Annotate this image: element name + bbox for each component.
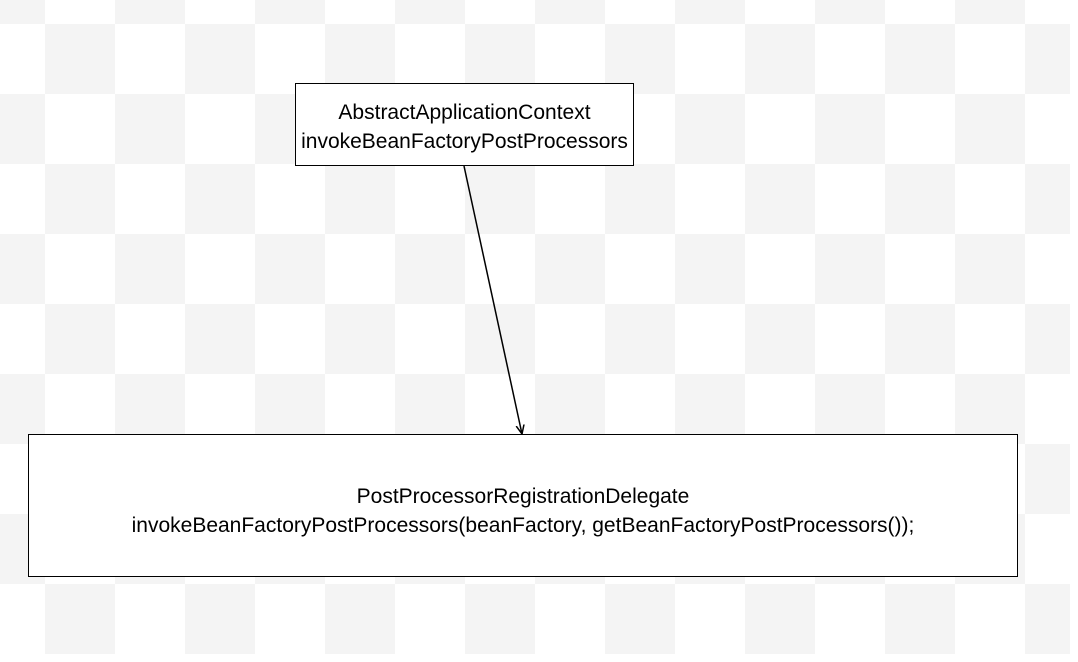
canvas-edge-bottom <box>0 654 1078 662</box>
node-abstract-application-context[interactable]: AbstractApplicationContext invokeBeanFac… <box>295 83 634 166</box>
canvas-edge-right <box>1070 0 1078 662</box>
node-post-processor-registration-delegate[interactable]: PostProcessorRegistrationDelegate invoke… <box>28 434 1018 577</box>
node-class-label: PostProcessorRegistrationDelegate <box>356 484 690 508</box>
node-method-label: invokeBeanFactoryPostProcessors(beanFact… <box>131 513 915 537</box>
node-class-label: AbstractApplicationContext <box>338 100 591 124</box>
node-method-label: invokeBeanFactoryPostProcessors <box>301 129 628 153</box>
